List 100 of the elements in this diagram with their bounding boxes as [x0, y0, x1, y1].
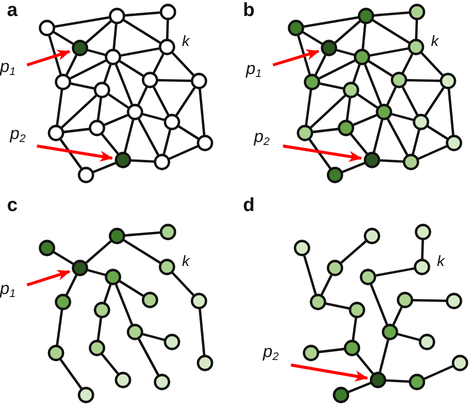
- edge-line: [137, 86, 148, 106]
- edge-line: [162, 130, 172, 154]
- edge-line: [54, 16, 110, 28]
- network-node: [446, 134, 462, 152]
- edge-line: [374, 11, 410, 17]
- edge-line: [119, 60, 144, 77]
- edge-line: [312, 128, 338, 134]
- edge-line: [402, 54, 414, 74]
- network-node: [54, 74, 72, 90]
- network-node: [390, 72, 408, 88]
- network-node: [126, 324, 144, 340]
- edge-line: [85, 240, 112, 264]
- edge-line: [370, 47, 408, 57]
- edge-line: [123, 239, 161, 264]
- edge-line: [103, 284, 112, 303]
- panel-letter: a: [7, 1, 18, 20]
- arrow: [26, 270, 70, 286]
- edge-line: [172, 272, 194, 296]
- network-node: [338, 120, 354, 136]
- arrow: [282, 144, 362, 162]
- edge-line: [420, 52, 444, 76]
- edge-line: [364, 64, 382, 106]
- network-node: [114, 372, 132, 388]
- network-node: [48, 124, 64, 142]
- edge-line: [104, 114, 128, 126]
- network-node: [382, 324, 398, 340]
- network-node: [296, 124, 314, 142]
- edge-line: [350, 133, 368, 155]
- edge-line: [101, 353, 119, 375]
- network-node: [142, 292, 158, 308]
- edge-line: [53, 31, 74, 45]
- edge-line: [114, 284, 134, 326]
- network-node: [78, 166, 94, 184]
- edge-line: [386, 379, 410, 383]
- edge-line: [96, 98, 102, 120]
- edge-line: [378, 340, 390, 372]
- network-node: [408, 38, 424, 56]
- network-node: [154, 374, 170, 390]
- edge-line: [334, 20, 361, 44]
- edge-line: [53, 251, 74, 265]
- edge-line: [56, 90, 64, 126]
- network-node: [164, 334, 180, 350]
- network-node: [196, 354, 214, 372]
- network-node: [354, 48, 370, 66]
- edge-line: [397, 332, 420, 342]
- edge-line: [142, 112, 165, 122]
- edge-line: [376, 267, 414, 277]
- edge-line: [352, 64, 361, 83]
- edge-line: [96, 318, 102, 340]
- node-label: k: [182, 34, 190, 49]
- edge-line: [418, 145, 448, 160]
- edge-line: [320, 82, 344, 90]
- edge-line: [119, 280, 144, 297]
- point-label: p$_{2}$: [10, 125, 26, 142]
- edge-line: [320, 274, 332, 296]
- panel-letter: d: [243, 196, 255, 215]
- network-node: [164, 114, 180, 130]
- edge-line: [142, 332, 165, 342]
- edge-line: [297, 35, 311, 75]
- network-node: [364, 152, 380, 168]
- network-node: [158, 38, 176, 56]
- edge-line: [304, 90, 312, 126]
- point-label: p$_{2}$: [263, 343, 279, 360]
- edge-line: [158, 79, 192, 82]
- arrow: [36, 144, 114, 162]
- network-node: [332, 386, 350, 404]
- edge-line: [64, 128, 90, 134]
- edge-line: [124, 120, 134, 152]
- network-node: [104, 268, 122, 286]
- arrow: [272, 49, 320, 66]
- network-node: [158, 258, 176, 276]
- edge-line: [101, 133, 119, 155]
- edge-line: [310, 94, 346, 128]
- edge-line: [336, 48, 355, 56]
- network-node: [396, 292, 414, 308]
- edge-line: [198, 308, 206, 356]
- edge-line: [314, 54, 326, 76]
- network-node: [54, 294, 72, 310]
- edge-line: [362, 24, 366, 50]
- network-node: [376, 104, 392, 120]
- edge-line: [152, 54, 164, 74]
- edge-line: [70, 82, 94, 90]
- network-node: [94, 82, 110, 98]
- network-node: [160, 4, 176, 20]
- network-node: [310, 294, 326, 310]
- edge-line: [138, 118, 160, 156]
- edge-line: [66, 54, 78, 76]
- network-node: [38, 20, 56, 36]
- edge-line: [386, 118, 408, 156]
- network-node: [344, 340, 360, 356]
- point-label: p$_{2}$: [254, 128, 270, 145]
- network-node: [326, 166, 344, 184]
- network-node: [108, 8, 126, 24]
- edge-line: [303, 255, 317, 295]
- edge-line: [60, 358, 82, 390]
- arrow: [26, 50, 70, 66]
- edge-line: [152, 86, 170, 116]
- network-node: [160, 224, 176, 240]
- edge-line: [424, 87, 445, 116]
- edge-line: [348, 382, 372, 394]
